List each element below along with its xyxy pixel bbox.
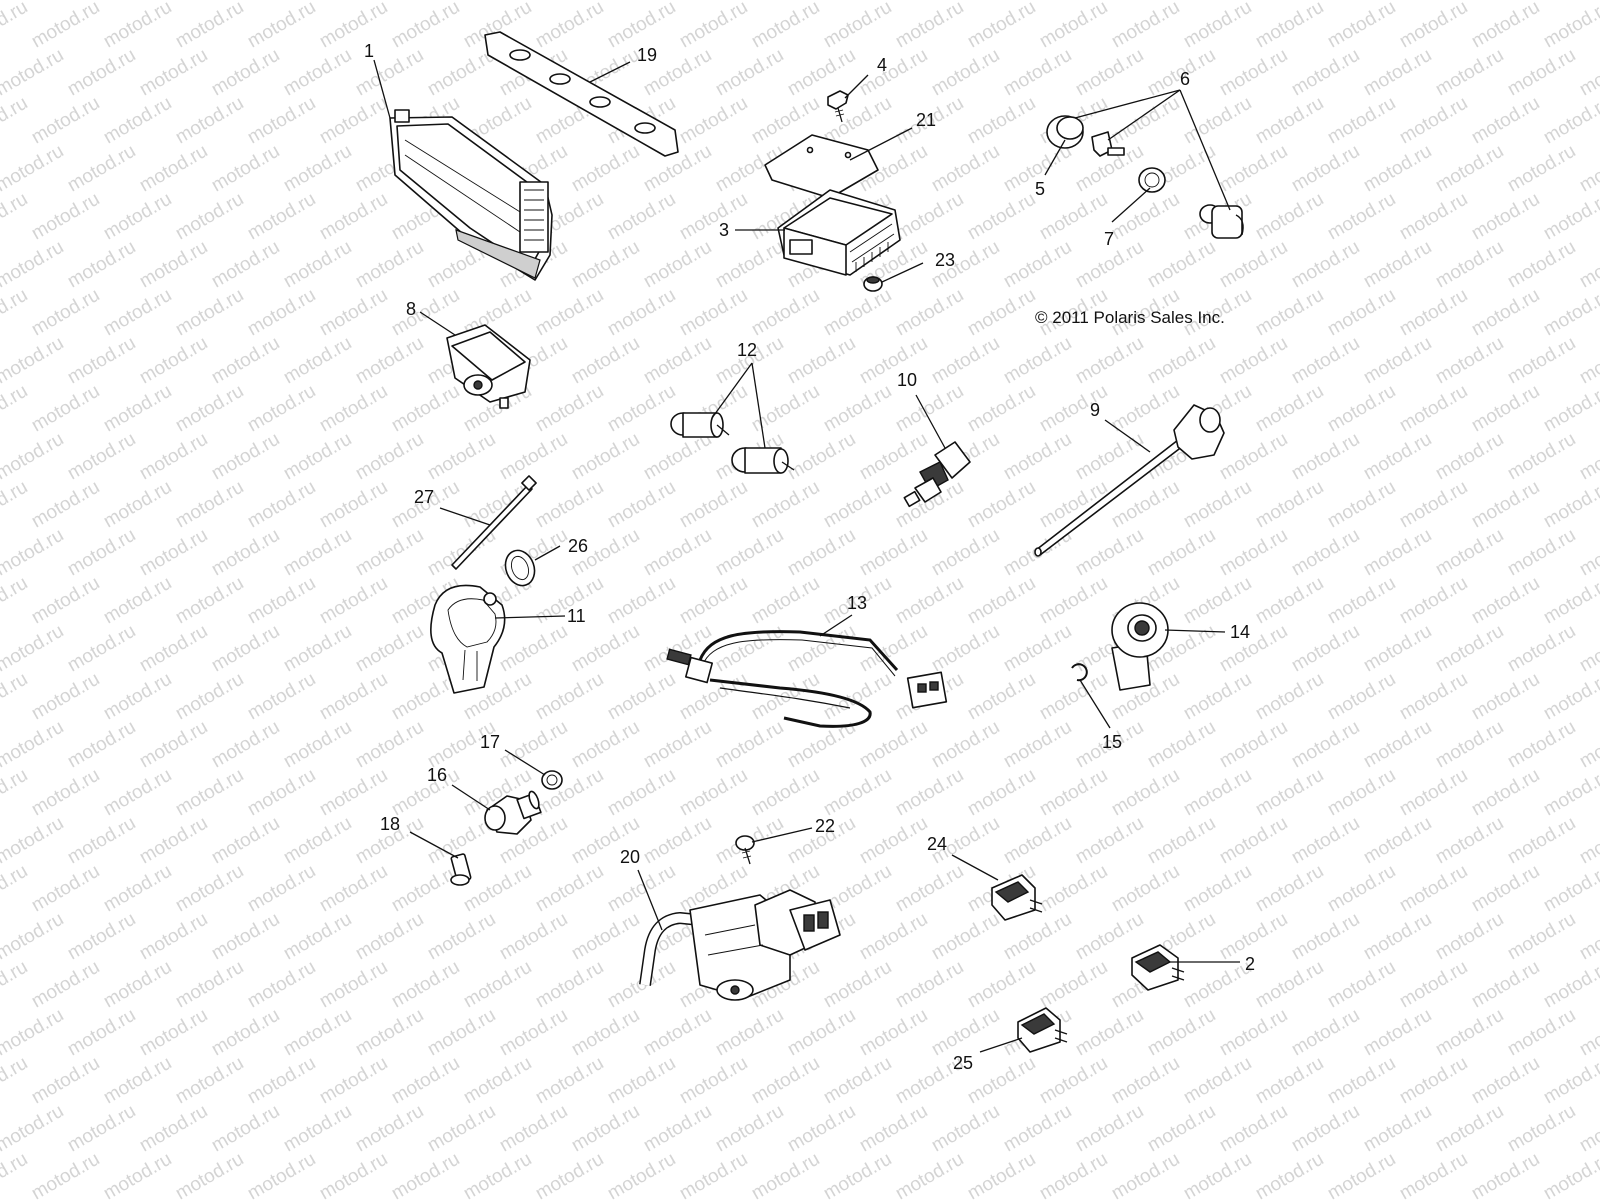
copyright-notice: © 2011 Polaris Sales Inc. [1035,308,1225,327]
part-4-screw [827,90,849,123]
callout-9: 9 [1090,400,1100,420]
callout-24: 24 [927,834,947,854]
part-23-grommet [863,276,883,292]
part-24-switch [991,874,1043,921]
part-13-harness [666,630,948,728]
part-16-speed-sensor [484,790,542,835]
part-9-rod-sensor [1034,404,1225,557]
callout-15: 15 [1102,732,1122,752]
part-1-ecu [389,109,553,281]
callout-10: 10 [897,370,917,390]
callout-3: 3 [719,220,729,240]
part-17-washer [541,770,563,790]
part-14-knock-sensor [1111,602,1169,691]
part-2-switch [1131,944,1185,991]
part-3-fusebox [777,189,901,276]
callout-22: 22 [815,816,835,836]
callout-1: 1 [364,41,374,61]
part-5-cap [1046,115,1084,149]
callout-27: 27 [414,487,434,507]
part-7-grommet [1138,167,1166,193]
part-11-tps [430,584,506,694]
callout-14: 14 [1230,622,1250,642]
callout-7: 7 [1104,229,1114,249]
part-19-bracket [484,31,679,157]
callout-labels: 1 19 4 21 3 23 6 5 7 © 2011 Polaris Sale… [364,41,1255,1073]
part-20-valve-assembly [639,889,841,1001]
callout-4: 4 [877,55,887,75]
callout-2: 2 [1245,954,1255,974]
leader-lines [373,59,1240,1053]
callout-8: 8 [406,299,416,319]
callout-13: 13 [847,593,867,613]
watermark-text: motod.ru [1576,0,1600,4]
part-26-oring [504,549,536,587]
part-12-fuses [670,412,795,474]
part-25-switch [1017,1007,1068,1053]
part-8-map-sensor [446,324,531,409]
part-6-socket [1199,204,1244,239]
callout-21: 21 [916,110,936,130]
callout-6: 6 [1180,69,1190,89]
callout-18: 18 [380,814,400,834]
callout-16: 16 [427,765,447,785]
part-27-cable-tie [451,475,537,570]
callout-11: 11 [567,606,586,626]
part-18-bolt [450,853,472,886]
callout-20: 20 [620,847,640,867]
callout-23: 23 [935,250,955,270]
callout-5: 5 [1035,179,1045,199]
callout-12: 12 [737,340,757,360]
callout-19: 19 [637,45,657,65]
part-21-cover [764,134,879,199]
callout-25: 25 [953,1053,973,1073]
part-15-clip [1071,663,1088,682]
callout-26: 26 [568,536,588,556]
part-6-terminal [1091,131,1125,157]
callout-17: 17 [480,732,500,752]
part-10-temp-sensor [903,441,971,508]
part-22-screw [735,835,755,865]
